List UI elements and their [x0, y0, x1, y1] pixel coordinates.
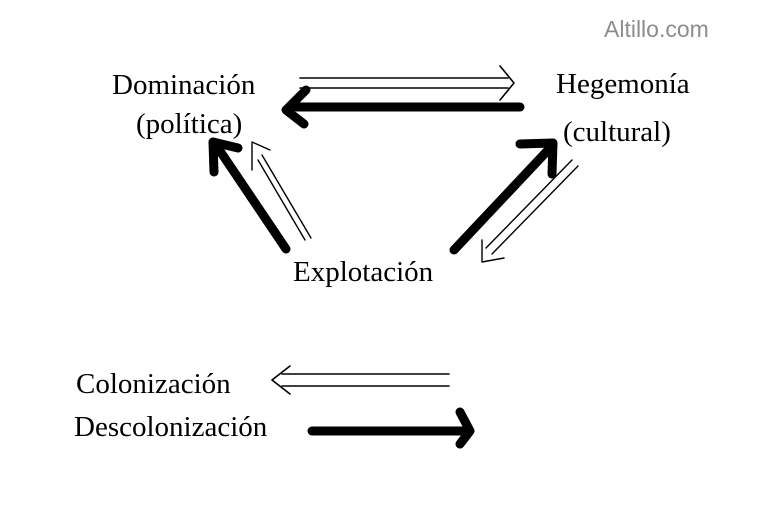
thin-arrow-hegemonia-to-explotacion	[481, 159, 579, 263]
node-dominacion-subtitle: (política)	[136, 108, 243, 140]
thick-arrow-explotacion-to-dominacion	[208, 137, 291, 254]
node-hegemonia-title: Hegemonía	[556, 68, 690, 100]
thin-arrow-colonizacion	[271, 365, 450, 395]
watermark-logo: Altillo.com	[604, 16, 709, 42]
node-dominacion-title: Dominación	[112, 69, 256, 101]
thick-arrow-hegemonia-to-dominacion	[281, 85, 525, 129]
thin-arrow-dominacion-to-hegemonia	[299, 65, 515, 101]
thick-arrow-descolonizacion	[307, 407, 475, 449]
node-hegemonia-subtitle: (cultural)	[563, 116, 671, 148]
node-explotacion: Explotación	[293, 256, 434, 288]
legend-colonizacion: Colonización	[76, 368, 231, 400]
legend-descolonizacion: Descolonización	[74, 411, 268, 443]
thin-arrow-explotacion-to-dominacion	[251, 141, 312, 241]
thick-arrow-explotacion-to-hegemonia	[449, 138, 558, 255]
